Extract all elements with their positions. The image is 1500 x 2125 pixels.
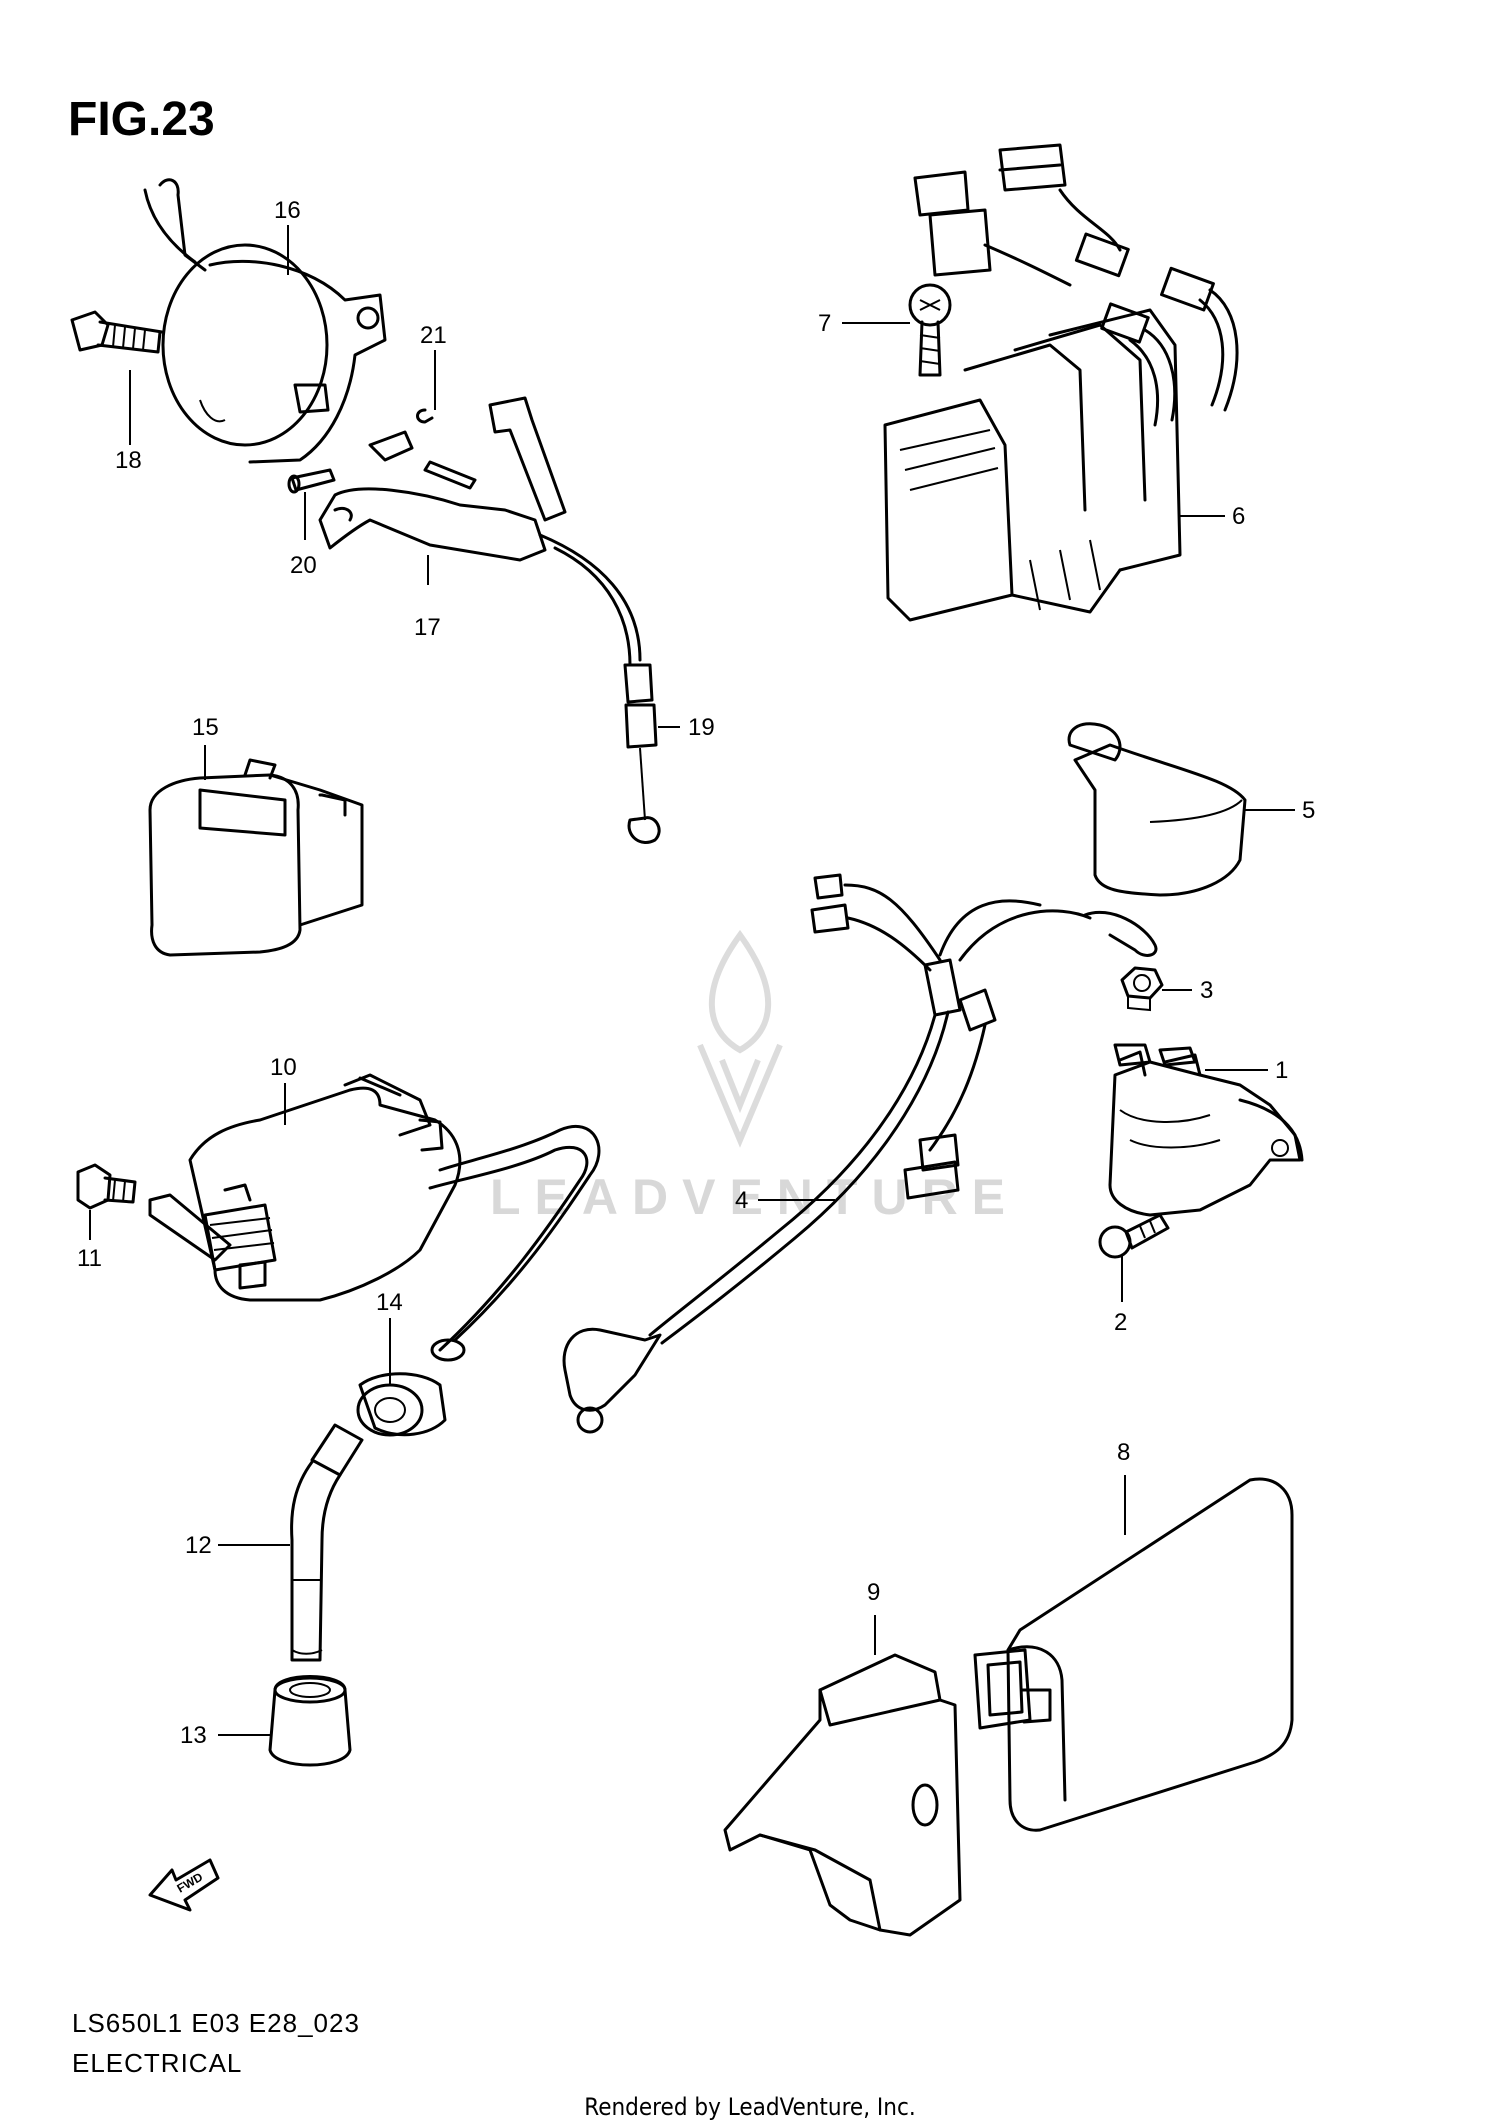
callout-17: 17: [414, 614, 441, 641]
callout-10: 10: [270, 1054, 297, 1081]
callout-12: 12: [185, 1532, 212, 1559]
fwd-arrow-icon: FWD: [148, 1858, 220, 1912]
callout-14: 14: [376, 1289, 403, 1316]
callout-16: 16: [274, 197, 301, 224]
part-3-nut[interactable]: [1120, 966, 1164, 1012]
callout-11: 11: [77, 1245, 102, 1272]
callout-2: 2: [1114, 1309, 1127, 1336]
part-21-clip[interactable]: [416, 408, 434, 424]
section-name: ELECTRICAL: [72, 2048, 243, 2078]
part-7-bolt[interactable]: [908, 283, 952, 377]
part-16-switch[interactable]: [143, 178, 387, 464]
part-5-cover[interactable]: [1067, 722, 1247, 897]
part-12-plug-cap[interactable]: [290, 1423, 364, 1662]
callout-6: 6: [1232, 503, 1245, 530]
part-1-starter-relay[interactable]: [1108, 1043, 1304, 1217]
callout-1: 1: [1275, 1057, 1288, 1084]
leader-lines: [89, 225, 1295, 1736]
callout-9: 9: [867, 1579, 880, 1606]
part-17-bracket[interactable]: [318, 396, 661, 844]
part-8-ecu[interactable]: [973, 1477, 1294, 1832]
part-14-holder[interactable]: [356, 1372, 447, 1437]
callout-15: 15: [192, 714, 219, 741]
callout-4: 4: [735, 1187, 748, 1214]
callout-19: 19: [688, 714, 715, 741]
watermark-logo: [697, 929, 783, 1148]
figure-title: FIG.23: [68, 93, 215, 146]
part-18-bolt[interactable]: [70, 310, 164, 354]
callout-13: 13: [180, 1722, 207, 1749]
callout-3: 3: [1200, 977, 1213, 1004]
part-4-harness[interactable]: [562, 873, 1158, 1434]
part-10-ignition-coil[interactable]: [148, 1073, 601, 1362]
callout-5: 5: [1302, 797, 1315, 824]
fwd-label: FWD: [175, 1870, 206, 1896]
callout-20: 20: [290, 552, 317, 579]
callout-7: 7: [818, 310, 831, 337]
part-20-pin[interactable]: [287, 468, 336, 494]
callout-8: 8: [1117, 1439, 1130, 1466]
callout-21: 21: [420, 322, 447, 349]
part-9-bracket[interactable]: [723, 1653, 962, 1937]
callout-labels: 1 2 3 4 5 6 7 8 9 10 11 12 13 14 15 16 1…: [77, 197, 1315, 1749]
part-15-relay[interactable]: [148, 758, 364, 957]
callout-18: 18: [115, 447, 142, 474]
part-6-regulator[interactable]: [883, 143, 1239, 622]
footer-credit: Rendered by LeadVenture, Inc.: [584, 2093, 916, 2121]
model-code: LS650L1 E03 E28_023: [72, 2008, 360, 2038]
part-11-screw[interactable]: [76, 1163, 137, 1210]
part-13-seal[interactable]: [268, 1675, 352, 1767]
part-2-bolt[interactable]: [1098, 1213, 1170, 1259]
